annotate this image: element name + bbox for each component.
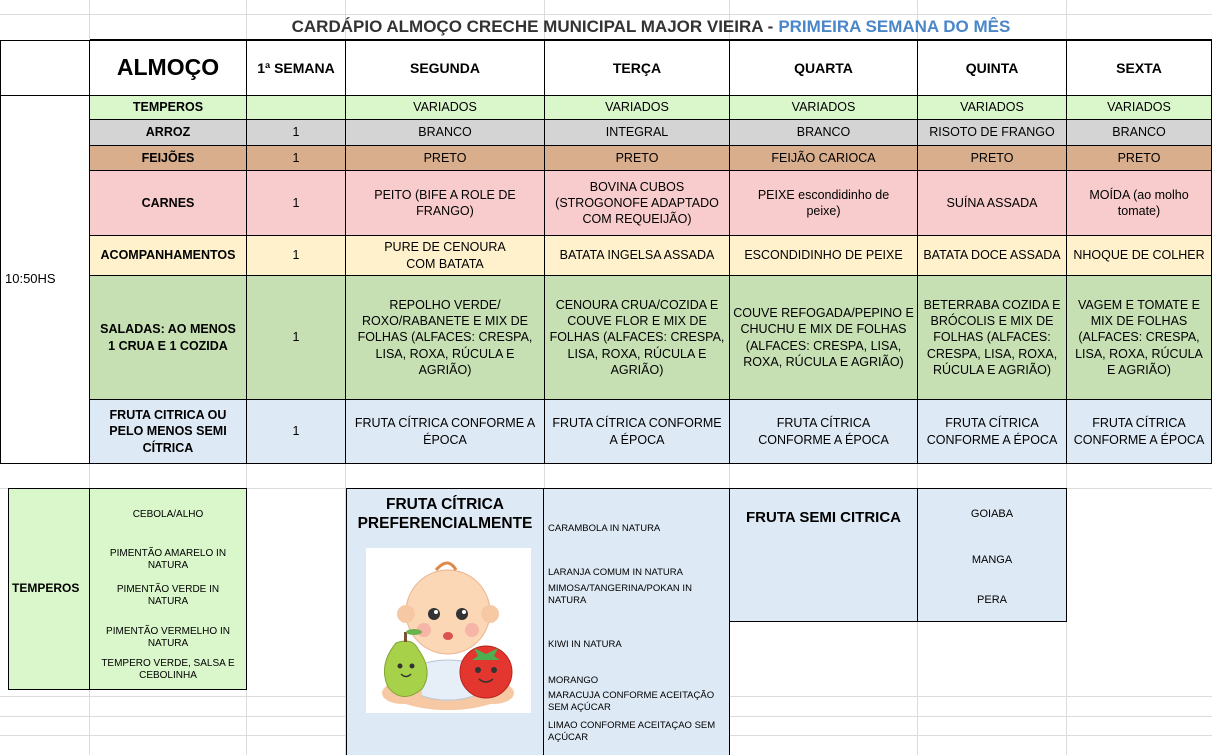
title-accent: PRIMEIRA SEMANA DO MÊS (778, 16, 1011, 36)
table-cell: VAGEM E TOMATE E MIX DE FOLHAS (ALFACES:… (1066, 275, 1212, 400)
table-cell: PRETO (917, 145, 1067, 171)
list-item: LARANJA COMUM IN NATURA (548, 567, 683, 579)
row-qty-feijoes: 1 (246, 145, 346, 171)
table-cell: VARIADOS (544, 95, 730, 120)
table-cell: BRANCO (729, 119, 918, 146)
row-qty-carnes: 1 (246, 170, 346, 236)
row-label-feijoes: FEIJÕES (89, 145, 247, 171)
row-label-saladas: SALADAS: AO MENOS 1 CRUA E 1 COZIDA (89, 275, 247, 400)
list-item: LIMAO CONFORME ACEITAÇAO SEM AÇÚCAR (548, 720, 716, 743)
gridline (0, 14, 1212, 15)
table-cell: PRETO (1066, 145, 1212, 171)
table-cell: FRUTA CÍTRICA CONFORME A ÉPOCA (729, 399, 918, 464)
table-cell: SUÍNA ASSADA (917, 170, 1067, 236)
table-cell: FRUTA CÍTRICA CONFORME A ÉPOCA (1066, 399, 1212, 464)
page-title: CARDÁPIO ALMOÇO CRECHE MUNICIPAL MAJOR V… (90, 14, 1212, 40)
list-item: PIMENTÃO AMARELO IN NATURA (109, 547, 227, 572)
list-item: PIMENTÃO VERDE IN NATURA (116, 583, 220, 608)
list-item: TEMPERO VERDE, SALSA E CEBOLINHA (101, 657, 235, 682)
legend-citrica-list: CARAMBOLA IN NATURA LARANJA COMUM IN NAT… (543, 488, 730, 755)
list-item: KIWI IN NATURA (548, 639, 622, 651)
list-item: CEBOLA/ALHO (132, 508, 204, 520)
legend-citrica-title: FRUTA CÍTRICA PREFERENCIALMENTE (357, 496, 533, 532)
list-item: MORANGO (548, 675, 599, 687)
table-cell: BOVINA CUBOS (STROGONOFE ADAPTADO COM RE… (544, 170, 730, 236)
legend-semi-list: GOIABA MANGA PERA (917, 488, 1067, 622)
day-header-segunda: SEGUNDA (345, 40, 545, 96)
table-cell: BATATA DOCE ASSADA (917, 235, 1067, 276)
table-cell: INTEGRAL (544, 119, 730, 146)
table-cell: MOÍDA (ao molho tomate) (1066, 170, 1212, 236)
row-label-temperos: TEMPEROS (89, 95, 247, 120)
row-label-fruta: FRUTA CITRICA OU PELO MENOS SEMI CÍTRICA (89, 399, 247, 464)
table-cell: PRETO (345, 145, 545, 171)
title-main: CARDÁPIO ALMOÇO CRECHE MUNICIPAL MAJOR V… (291, 16, 774, 36)
table-cell: PEIXE escondidinho de peixe) (729, 170, 918, 236)
table-cell: FRUTA CÍTRICA CONFORME A ÉPOCA (345, 399, 545, 464)
table-cell: VARIADOS (1066, 95, 1212, 120)
row-qty-saladas: 1 (246, 275, 346, 400)
table-cell: PURE DE CENOURA COM BATATA (345, 235, 545, 276)
table-cell: VARIADOS (729, 95, 918, 120)
time-cell: 10:50HS (0, 95, 90, 464)
list-item: MARACUJA CONFORME ACEITAÇÃO SEM AÇÚCAR (548, 690, 715, 713)
corner-cell (0, 40, 90, 96)
day-header-terca: TERÇA (544, 40, 730, 96)
table-cell: PRETO (544, 145, 730, 171)
legend-temperos-label: TEMPEROS (8, 488, 90, 690)
baby-fruit-illustration (366, 548, 531, 713)
day-header-quinta: QUINTA (917, 40, 1067, 96)
table-cell: BATATA INGELSA ASSADA (544, 235, 730, 276)
table-cell: BRANCO (1066, 119, 1212, 146)
legend-semi-title: FRUTA SEMI CITRICA (746, 509, 901, 527)
day-header-sexta: SEXTA (1066, 40, 1212, 96)
table-cell: BETERRABA COZIDA E BRÓCOLIS E MIX DE FOL… (917, 275, 1067, 400)
table-cell: BRANCO (345, 119, 545, 146)
row-label-carnes: CARNES (89, 170, 247, 236)
table-cell: CENOURA CRUA/COZIDA E COUVE FLOR E MIX D… (544, 275, 730, 400)
day-header-quarta: QUARTA (729, 40, 918, 96)
legend-temperos-list: CEBOLA/ALHO PIMENTÃO AMARELO IN NATURA P… (89, 488, 247, 690)
list-item: MIMOSA/TANGERINA/POKAN IN NATURA (548, 583, 692, 606)
list-item: PIMENTÃO VERMELHO IN NATURA (106, 625, 230, 650)
time-label: 10:50HS (5, 271, 56, 287)
row-qty-temperos (246, 95, 346, 120)
table-cell: COUVE REFOGADA/PEPINO E CHUCHU E MIX DE … (729, 275, 918, 400)
row-qty-fruta: 1 (246, 399, 346, 464)
week-header: 1ª SEMANA (246, 40, 346, 96)
list-item: CARAMBOLA IN NATURA (548, 523, 661, 535)
list-item: GOIABA (970, 508, 1014, 521)
table-cell: VARIADOS (345, 95, 545, 120)
table-cell: ESCONDIDINHO DE PEIXE (729, 235, 918, 276)
table-cell: NHOQUE DE COLHER (1066, 235, 1212, 276)
row-label-acompanhamentos: ACOMPANHAMENTOS (89, 235, 247, 276)
list-item: PERA (977, 594, 1007, 607)
row-qty-arroz: 1 (246, 119, 346, 146)
table-cell: REPOLHO VERDE/ ROXO/RABANETE E MIX DE FO… (345, 275, 545, 400)
row-qty-acompanhamentos: 1 (246, 235, 346, 276)
meal-header: ALMOÇO (89, 40, 247, 96)
list-item: MANGA (971, 554, 1013, 567)
legend-semi-box: FRUTA SEMI CITRICA (729, 488, 918, 622)
baby-icon (382, 561, 514, 710)
table-cell: PEITO (BIFE A ROLE DE FRANGO) (345, 170, 545, 236)
table-cell: VARIADOS (917, 95, 1067, 120)
row-label-arroz: ARROZ (89, 119, 247, 146)
table-cell: FRUTA CÍTRICA CONFORME A ÉPOCA (917, 399, 1067, 464)
table-cell: RISOTO DE FRANGO (917, 119, 1067, 146)
table-cell: FRUTA CÍTRICA CONFORME A ÉPOCA (544, 399, 730, 464)
table-cell: FEIJÃO CARIOCA (729, 145, 918, 171)
